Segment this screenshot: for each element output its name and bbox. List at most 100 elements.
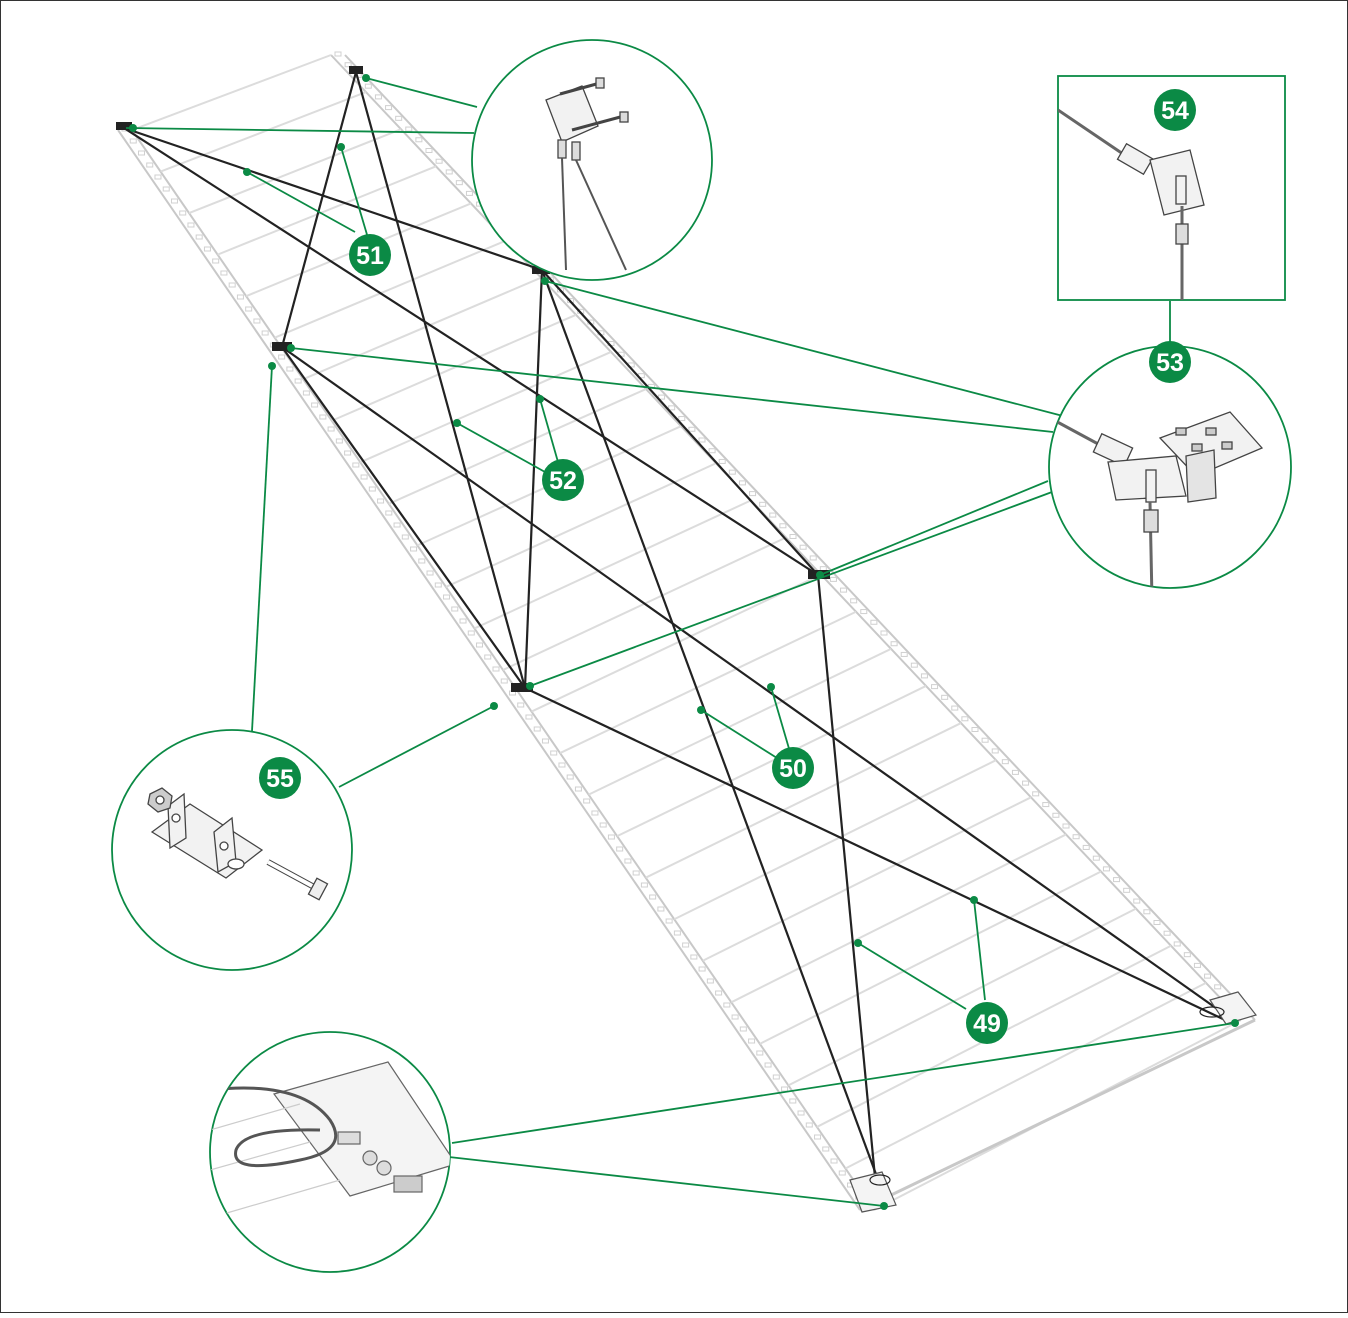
frame-slot: [286, 366, 294, 372]
frame-slot: [426, 570, 434, 576]
cable-loop-icon: [210, 1086, 338, 1168]
frame-rung: [388, 388, 647, 505]
cable-50b: [540, 269, 882, 1186]
frame-slot: [708, 448, 716, 454]
frame-slot: [822, 1146, 830, 1152]
frame-slot: [991, 748, 999, 754]
bracket-icon: [511, 683, 533, 692]
frame-slot: [455, 180, 463, 186]
leader-dot: [767, 683, 775, 691]
frame-slot: [698, 966, 706, 972]
frame-slot: [129, 138, 137, 144]
frame-slot: [951, 705, 959, 711]
callout-badge-icon: [772, 747, 814, 789]
leader-dots: [129, 74, 1239, 1210]
cable-loop-icon: [869, 1174, 891, 1186]
leader-dot: [129, 124, 137, 132]
callout-50: 50: [772, 747, 814, 789]
frame-slot: [385, 105, 393, 111]
frame-slot: [1173, 941, 1181, 947]
frame-rung: [759, 870, 1102, 1045]
frame-slot: [368, 486, 376, 492]
frame-slot: [860, 609, 868, 615]
frame-slot: [850, 598, 858, 604]
callout-number: 53: [1156, 349, 1184, 377]
frame-slot: [1052, 812, 1060, 818]
frame-slot: [393, 522, 401, 528]
frame-slot: [415, 137, 423, 143]
frame-slot: [550, 750, 558, 756]
end-plates: [849, 991, 1258, 1213]
leader-dot: [536, 395, 544, 403]
leader-dot: [268, 362, 276, 370]
frame-slot: [981, 737, 989, 743]
frame-slot: [558, 762, 566, 768]
frame-slot: [476, 642, 484, 648]
frame-slot: [657, 906, 665, 912]
frame-slot: [1022, 780, 1030, 786]
frame-slot: [971, 727, 979, 732]
frame-slot: [360, 474, 368, 480]
cable-51a: [123, 126, 543, 272]
frame-slot: [624, 858, 632, 864]
frame-slot: [228, 282, 236, 288]
leader-line: [544, 280, 1064, 417]
frame-slot: [718, 458, 726, 464]
leader-line: [700, 709, 778, 759]
leader-line: [251, 365, 273, 732]
frame-slot: [748, 1038, 756, 1044]
frame-rung: [559, 610, 857, 754]
callout-badge-icon: [966, 1002, 1008, 1044]
frame-slot: [1133, 898, 1141, 904]
frame-slot: [484, 654, 492, 660]
frame-slot: [779, 523, 787, 529]
frame-slot: [759, 501, 767, 507]
cable-49a: [524, 687, 1226, 1021]
leader-line: [246, 171, 356, 233]
frame-slot: [334, 51, 342, 57]
frame-slot: [723, 1002, 731, 1008]
frame-slot: [789, 1098, 797, 1104]
frame-slot: [517, 702, 525, 708]
frame-slot: [1204, 973, 1212, 979]
frame-slot: [425, 148, 433, 153]
callout-55: 55: [259, 757, 301, 799]
frame-slot: [344, 62, 352, 68]
detail-55: [111, 729, 353, 971]
frame-slot: [799, 544, 807, 550]
frame-slot: [377, 498, 385, 504]
frame-slot: [405, 126, 413, 132]
leader-line: [451, 1022, 1236, 1144]
frame-slot: [920, 673, 928, 679]
frame-slot: [374, 94, 382, 100]
leader-dot: [287, 344, 295, 352]
frame-slot: [319, 414, 327, 420]
callout-51: 51: [349, 234, 391, 276]
leader-line: [365, 77, 478, 108]
frame-slot: [385, 510, 393, 516]
cable-50a: [281, 346, 1231, 1019]
frame-slot: [890, 641, 898, 647]
frame-slot: [212, 258, 220, 264]
frame-rung: [359, 351, 612, 464]
frame-slot: [195, 234, 203, 240]
cable-side-2: [541, 269, 819, 576]
frame-slot: [1183, 952, 1191, 958]
frame-rung: [588, 647, 892, 796]
frame-slot: [840, 587, 848, 593]
leader-line: [340, 146, 369, 239]
bracket-icon: [349, 66, 363, 74]
leader-line: [125, 127, 475, 134]
frame-slot: [900, 651, 908, 657]
frame-slot: [756, 1050, 764, 1056]
frame-slot: [395, 115, 403, 121]
frame-slot: [278, 354, 286, 360]
leader-dot: [880, 1202, 888, 1210]
frame-slot: [772, 1074, 780, 1080]
frame-slot: [1001, 759, 1009, 765]
callout-badge-icon: [542, 459, 584, 501]
frame-slot: [220, 270, 228, 276]
frame-slot: [838, 1170, 846, 1176]
frame-slot: [797, 1110, 805, 1116]
